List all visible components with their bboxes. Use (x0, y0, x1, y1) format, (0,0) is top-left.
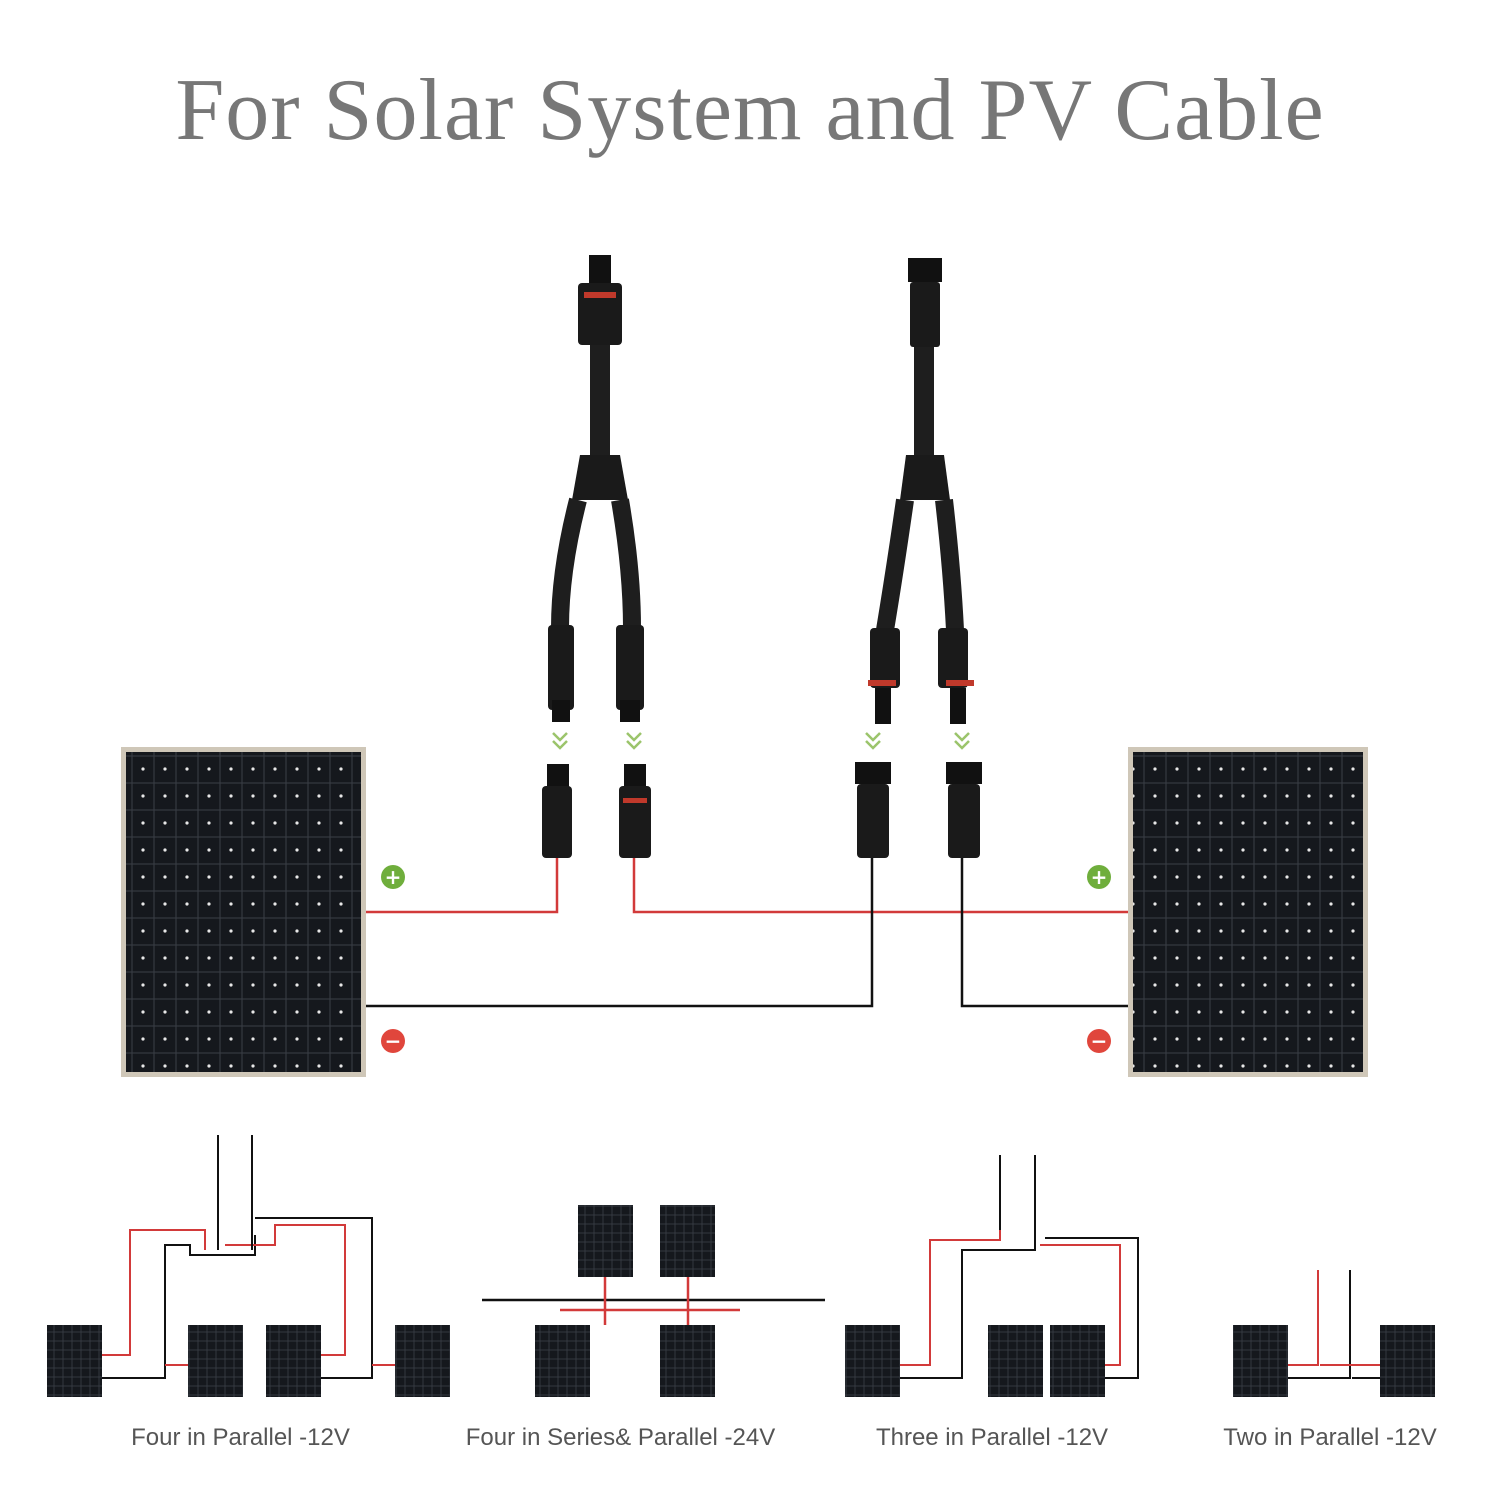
mini-panel (1233, 1325, 1288, 1397)
thumbnail-four-in-parallel (47, 1135, 450, 1397)
positive-badge-right: + (1087, 865, 1111, 889)
chevron-down-icon (865, 732, 881, 750)
negative-wire (362, 858, 874, 1008)
chevron-down-icon (954, 732, 970, 750)
negative-badge-left: − (381, 1029, 405, 1053)
arrow-icon-group (552, 732, 970, 750)
mini-panel (1050, 1325, 1105, 1397)
mini-panel (578, 1205, 633, 1277)
positive-wire (362, 858, 559, 914)
chevron-down-icon (552, 732, 568, 750)
mini-panel (845, 1325, 900, 1397)
y-branch-connector-right (868, 258, 974, 724)
svg-text:+: + (1091, 865, 1108, 889)
caption-three-in-parallel: Three in Parallel -12V (875, 1424, 1109, 1451)
caption-four-in-parallel: Four in Parallel -12V (131, 1424, 350, 1451)
y-branch-connector-left (548, 255, 644, 722)
caption-two-in-parallel: Two in Parallel -12V (1223, 1424, 1437, 1451)
wires (362, 858, 1130, 1008)
mini-panel (395, 1325, 450, 1397)
positive-badge-left: + (381, 865, 405, 889)
mini-panel (47, 1325, 102, 1397)
mini-panel (660, 1205, 715, 1277)
page-title: For Solar System and PV Cable (175, 62, 1325, 159)
mini-panel (988, 1325, 1043, 1397)
mini-panel (535, 1325, 590, 1397)
svg-text:+: + (385, 865, 402, 889)
caption-four-in-series-parallel: Four in Series& Parallel -24V (465, 1424, 776, 1451)
thumbnail-two-in-parallel (1233, 1270, 1435, 1397)
solar-panel-right (1128, 747, 1368, 1077)
positive-wire (632, 858, 1130, 914)
solar-panel-left (121, 747, 366, 1077)
svg-text:−: − (1091, 1029, 1108, 1053)
thumbnail-three-in-parallel (845, 1155, 1139, 1397)
mini-panel (1380, 1325, 1435, 1397)
mini-panel (266, 1325, 321, 1397)
svg-text:−: − (385, 1029, 402, 1053)
chevron-down-icon (626, 732, 642, 750)
negative-wire (960, 858, 1130, 1008)
mini-panel (188, 1325, 243, 1397)
thumbnail-four-in-series-parallel (482, 1205, 825, 1397)
negative-badge-right: − (1087, 1029, 1111, 1053)
mini-panel (660, 1325, 715, 1397)
panel-connectors (542, 762, 982, 858)
